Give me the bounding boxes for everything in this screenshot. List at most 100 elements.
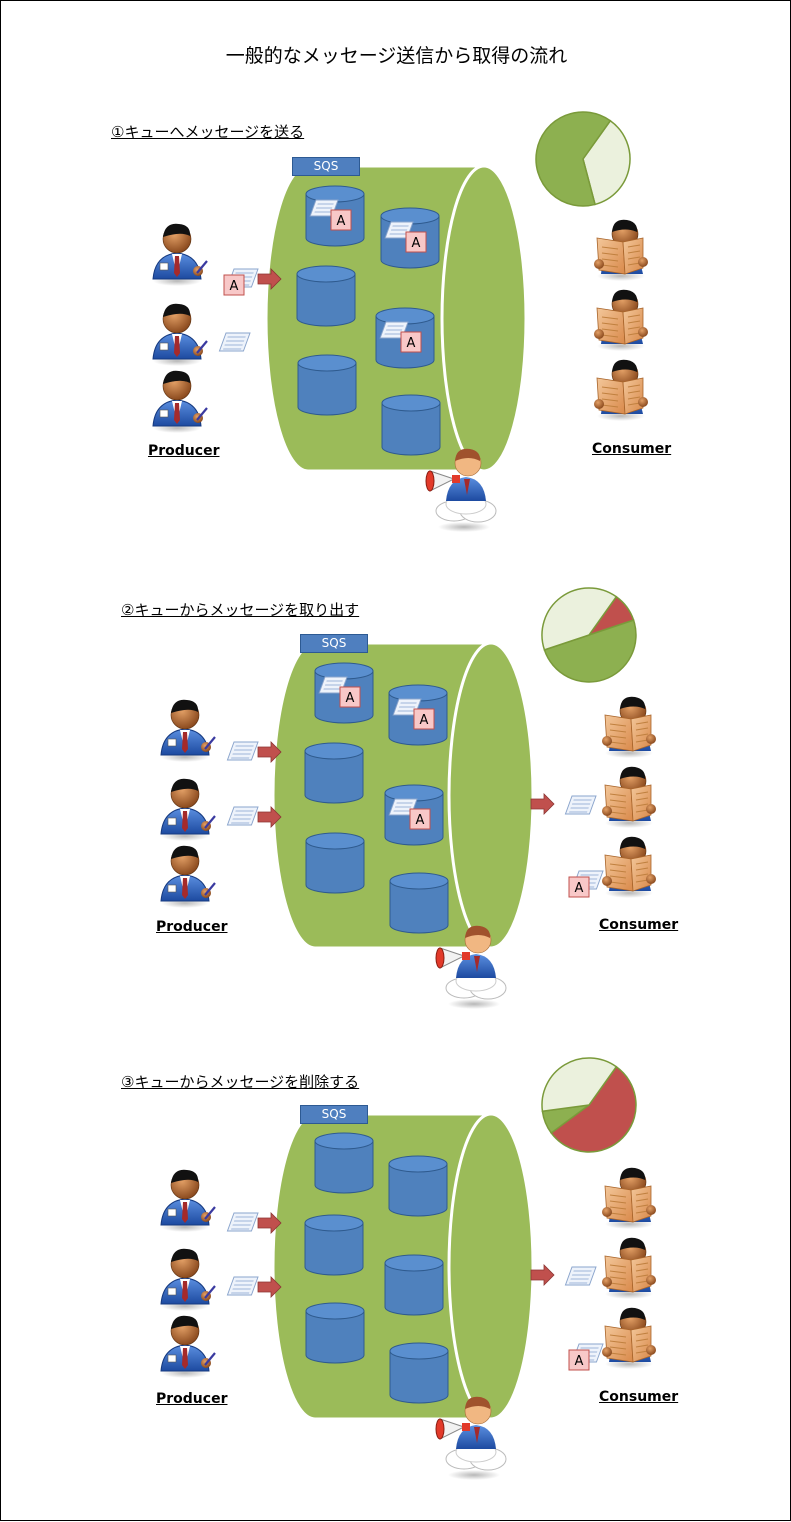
consumer-person-icon — [602, 696, 656, 758]
consumer-person-icon — [594, 219, 648, 281]
producer-person-icon — [160, 1248, 216, 1311]
consumer-person-icon — [602, 1167, 656, 1229]
producer-person-icon — [152, 370, 208, 433]
database-icon: A — [384, 784, 444, 846]
database-icon — [389, 872, 449, 934]
message-letter: A — [575, 881, 584, 896]
sqs-label: SQS — [300, 1105, 368, 1124]
step-title: ③キューからメッセージを削除する — [121, 1073, 360, 1091]
message-letter: A — [412, 236, 421, 251]
message-letter: A — [230, 279, 239, 294]
step-section-3: A — [160, 1057, 656, 1480]
step-title: ②キューからメッセージを取り出す — [121, 601, 360, 619]
message-a-badge — [223, 274, 245, 296]
producer-label: Producer — [156, 919, 228, 935]
consumer-person-icon — [602, 766, 656, 828]
message-letter: A — [337, 214, 346, 229]
message-a-badge — [400, 331, 422, 353]
step-title: ①キューへメッセージを送る — [111, 123, 305, 141]
database-icon — [297, 354, 357, 416]
producer-person-icon — [160, 778, 216, 841]
database-icon — [381, 394, 441, 456]
consumer-label: Consumer — [592, 441, 672, 457]
producer-person-icon — [160, 1169, 216, 1232]
megaphone-person-icon — [435, 1396, 507, 1480]
message-a-badge — [339, 686, 361, 708]
pie-slice-deleted — [550, 1065, 637, 1153]
database-icon — [384, 1254, 444, 1316]
consumer-label: Consumer — [599, 1389, 679, 1405]
database-icon — [388, 1155, 448, 1217]
message-a-badge — [405, 231, 427, 253]
message-a-badge — [330, 209, 352, 231]
arrow-icon — [257, 268, 282, 290]
producer-person-icon — [160, 1315, 216, 1378]
consumer-person-icon — [594, 289, 648, 351]
document-icon: A — [568, 1343, 604, 1371]
document-icon: A — [568, 870, 604, 898]
document-icon — [226, 1212, 259, 1232]
arrow-icon — [257, 1212, 282, 1234]
megaphone-person-icon — [425, 448, 497, 532]
sqs-label: SQS — [300, 634, 368, 653]
consumer-person-icon — [602, 1237, 656, 1299]
sqs-label: SQS — [292, 157, 360, 176]
pie-slice-available — [535, 111, 612, 207]
database-icon — [305, 1302, 365, 1364]
database-icon: A — [375, 307, 435, 369]
message-a-badge — [409, 808, 431, 830]
message-a-badge — [568, 876, 590, 898]
database-icon — [389, 1342, 449, 1404]
producer-label: Producer — [156, 1391, 228, 1407]
queue-usage-pie — [541, 587, 637, 683]
consumer-person-icon — [602, 1307, 656, 1369]
megaphone-person-icon — [435, 925, 507, 1009]
arrow-icon — [257, 806, 282, 828]
pie-slice-available — [543, 619, 637, 683]
database-icon: A — [314, 662, 374, 724]
message-letter: A — [416, 813, 425, 828]
arrow-icon — [257, 1276, 282, 1298]
message-letter: A — [346, 691, 355, 706]
consumer-person-icon — [602, 836, 656, 898]
database-icon — [304, 742, 364, 804]
database-icon: A — [305, 185, 365, 247]
document-icon: A — [223, 268, 259, 296]
pie-slice-unused — [541, 587, 618, 651]
consumer-label: Consumer — [599, 917, 679, 933]
producer-person-icon — [152, 223, 208, 286]
producer-person-icon — [152, 303, 208, 366]
document-icon — [564, 795, 597, 815]
queue-usage-pie — [541, 1057, 637, 1153]
database-icon — [314, 1132, 374, 1194]
document-icon — [226, 741, 259, 761]
producer-label: Producer — [148, 443, 220, 459]
arrow-icon — [257, 741, 282, 763]
message-a-badge — [568, 1349, 590, 1371]
document-icon — [218, 332, 251, 352]
producer-person-icon — [160, 699, 216, 762]
page-title: 一般的なメッセージ送信から取得の流れ — [225, 45, 568, 67]
message-letter: A — [420, 713, 429, 728]
pie-slice-unused — [582, 119, 631, 206]
step-section-2: A A A A — [160, 587, 656, 1009]
consumer-person-icon — [594, 359, 648, 421]
arrow-icon — [530, 1264, 555, 1286]
document-icon — [564, 1266, 597, 1286]
producer-person-icon — [160, 845, 216, 908]
document-icon — [226, 806, 259, 826]
database-icon — [305, 832, 365, 894]
database-icon — [304, 1214, 364, 1276]
queue-usage-pie — [535, 111, 631, 207]
step-section-1: A A A A — [152, 111, 648, 532]
arrow-icon — [530, 793, 555, 815]
document-icon — [226, 1276, 259, 1296]
database-icon: A — [380, 207, 440, 269]
database-icon: A — [388, 684, 448, 746]
database-icon — [296, 265, 356, 327]
pie-slice-unused — [541, 1057, 618, 1113]
message-letter: A — [407, 336, 416, 351]
message-letter: A — [575, 1354, 584, 1369]
